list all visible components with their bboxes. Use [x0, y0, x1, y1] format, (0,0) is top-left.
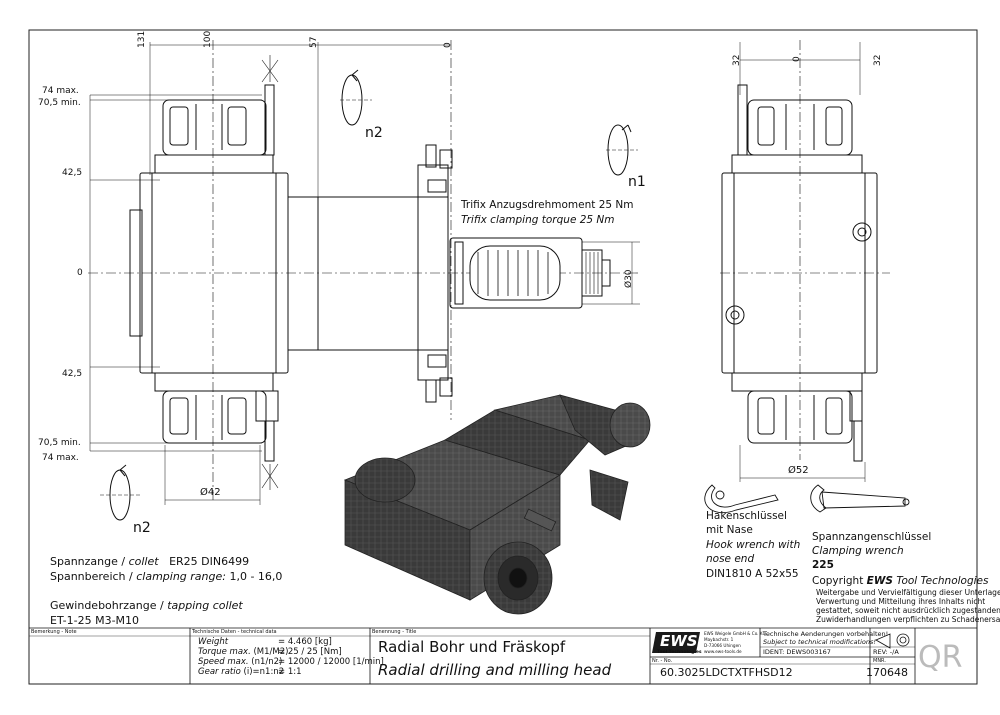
copyright-line-4: Zuwiderhandlungen verpflichten zu Schade… [816, 615, 1000, 624]
torque-label: Torque max. (M1/M2) [198, 647, 289, 657]
company-line-1: EWS Weigele GmbH & Co. KG [704, 631, 766, 636]
title-block-lines [29, 627, 977, 684]
dim-32-right: 32 [873, 54, 883, 66]
dim-42-5-top: 42,5 [62, 168, 83, 178]
dim-42-5-bottom: 42,5 [62, 369, 83, 379]
speed-value: = 12000 / 12000 [1/min] [278, 657, 384, 667]
changes-en: Subject to technical modifications! [763, 638, 876, 646]
dim-dia-52: Ø52 [788, 465, 809, 476]
spec-tapping-collet: Gewindebohrzange / tapping collet [50, 599, 243, 612]
qr-placeholder: QR [918, 640, 963, 675]
dim-0-right: 0 [792, 56, 802, 62]
title-header: Benennung - Title [372, 629, 417, 635]
gear-ratio-label: Gear ratio (i)=n1:n2 [198, 667, 285, 677]
note-header: Bemerkung - Note [31, 629, 77, 635]
ews-logo-mark [652, 632, 700, 653]
front-view [88, 40, 640, 505]
company-line-4: www.ews-tools.de [704, 649, 742, 654]
rotation-symbols [100, 69, 638, 521]
label-n2-bottom: n2 [133, 520, 151, 536]
company-line-2: Maybachstr. 1 [704, 637, 734, 642]
dim-0-top: 0 [443, 42, 453, 48]
title-de: Radial Bohr und Fräskopf [378, 638, 566, 656]
changes-de: Technische Aenderungen vorbehalten! [763, 630, 889, 638]
weight-value: = 4.460 [kg] [278, 637, 332, 647]
label-n2-top: n2 [365, 125, 383, 141]
bellows [469, 245, 561, 301]
gear-ratio-value: = 1:1 [278, 667, 302, 677]
hook-wrench-en-2: nose end [706, 553, 755, 565]
spec-tapping-value: ET-1-25 M3-M10 [50, 614, 140, 627]
material-number: 170648 [866, 666, 908, 679]
tech-data-header: Technische Daten - technical data [192, 629, 277, 635]
dim-dia-42: Ø42 [200, 487, 221, 498]
dim-0-left: 0 [77, 268, 83, 278]
dim-70-5-min-bottom: 70,5 min. [38, 438, 81, 448]
clamping-wrench-en: Clamping wrench [812, 545, 904, 557]
hook-wrench-de-1: Hakenschlüssel [706, 510, 787, 522]
clamping-wrench-number: 225 [812, 559, 834, 571]
hook-wrench-norm: DIN1810 A 52x55 [706, 568, 799, 580]
dim-32-left: 32 [732, 54, 742, 66]
ews-logo-sub: Tool Technologies [657, 650, 702, 655]
clamping-wrench-de: Spannzangenschlüssel [812, 531, 932, 543]
speed-label: Speed max. (n1/n2) [198, 657, 283, 667]
hook-wrench [704, 484, 779, 514]
label-n1: n1 [628, 174, 646, 190]
title-en: Radial drilling and milling head [378, 661, 612, 679]
torque-value: = 25 / 25 [Nm] [278, 647, 342, 657]
torque-note-de: Trifix Anzugsdrehmoment 25 Nm [461, 199, 634, 211]
dim-74-max: 74 max. [42, 86, 79, 96]
side-view [720, 40, 890, 482]
spec-collet: Spannzange / collet ER25 DIN6499 [50, 555, 250, 568]
dim-dia-30: Ø30 [624, 269, 634, 288]
dim-70-5-min: 70,5 min. [38, 98, 81, 108]
isometric-3d-view [343, 394, 651, 615]
copyright-line-3: gestattet, soweit nicht ausdrücklich zug… [816, 606, 1000, 615]
copyright-line-1: Weitergabe und Vervielfältigung dieser U… [816, 588, 1000, 597]
copyright-line-2: Verwertung und Mitteilung ihres Inhalts … [816, 597, 986, 606]
number-label: Nr. - No. [652, 658, 673, 664]
hook-wrench-en-1: Hook wrench with [706, 539, 801, 551]
ews-logo: EWS [660, 632, 698, 650]
part-number: 60.3025LDCTXTFHSD12 [660, 666, 793, 679]
clamping-wrench [810, 484, 910, 513]
material-number-label: MNR. [873, 658, 886, 664]
revision: REV: -/A [873, 648, 899, 656]
company-line-3: D-73066 Uhingen [704, 643, 741, 648]
ident-number: IDENT: DEWS003167 [763, 648, 831, 656]
dim-74-max-bottom: 74 max. [42, 453, 79, 463]
sheet-border [28, 29, 978, 685]
dim-100: 100 [203, 30, 213, 48]
weight-label: Weight [198, 637, 229, 647]
dim-131: 131 [137, 30, 147, 48]
copyright-title: Copyright EWS Tool Technologies [812, 575, 989, 587]
spec-clamping-range: Spannbereich / clamping range: 1,0 - 16,… [50, 570, 283, 583]
hook-wrench-de-2: mit Nase [706, 524, 753, 536]
torque-note-en: Trifix clamping torque 25 Nm [461, 214, 615, 226]
dim-57: 57 [309, 36, 319, 48]
